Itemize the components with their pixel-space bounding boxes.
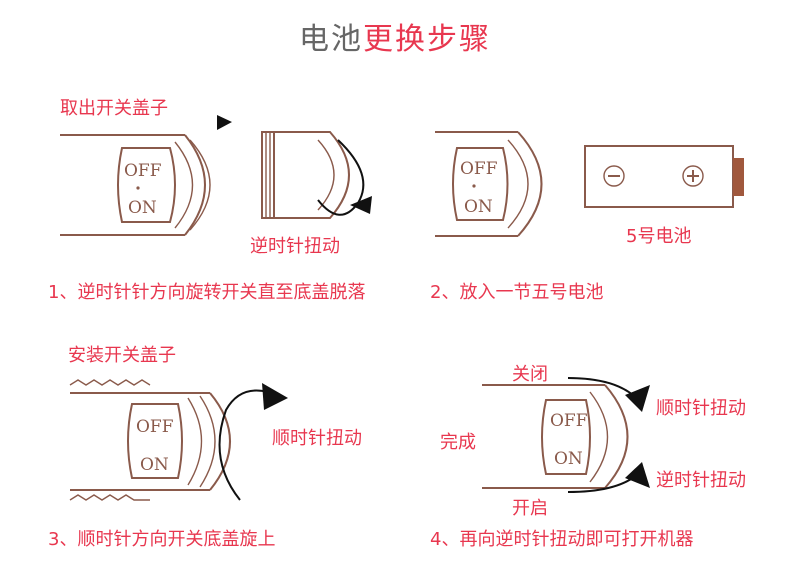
step3-device: OFF ON [69, 379, 231, 501]
step1-cap [261, 131, 350, 219]
step4-cw-arrow [567, 377, 650, 412]
step1-device: OFF ON [60, 134, 211, 236]
step4-cw-arrowhead-icon [625, 385, 650, 412]
step1-arrow-right-icon [217, 115, 232, 130]
battery-minus-icon [603, 165, 625, 187]
step1-caption: 1、逆时针针方向旋转开关直至底盖脱落 [48, 282, 366, 303]
step3-label-cw: 顺时针扭动 [272, 428, 362, 449]
step4-dial-off: OFF [550, 411, 588, 431]
step3-dial-on: ON [140, 455, 169, 475]
step4-label-cw: 顺时针扭动 [656, 398, 746, 419]
step1-label-remove-cap: 取出开关盖子 [60, 98, 168, 119]
step2-caption: 2、放入一节五号电池 [430, 282, 604, 303]
title-part-red: 更换步骤 [363, 22, 491, 57]
step4-ccw-arrow [567, 462, 650, 493]
step3-thread-bottom [69, 494, 150, 501]
step4-label-close: 关闭 [512, 364, 548, 385]
step2-dial-on: ON [464, 197, 493, 217]
step1-ccw-arrow [317, 139, 372, 216]
title-part-gray: 电池 [299, 22, 363, 57]
step1-dial-off: OFF [124, 161, 162, 181]
step3-thread-top [69, 379, 151, 386]
step3-label-install-cap: 安装开关盖子 [68, 345, 176, 366]
step4-label-open: 开启 [512, 498, 548, 519]
step4-device: OFF ON [482, 384, 629, 489]
step2-device: OFF ON [435, 131, 543, 237]
step4-caption: 4、再向逆时针扭动即可打开机器 [430, 529, 694, 550]
step3-cw-arrowhead-icon [262, 383, 288, 410]
battery [584, 145, 744, 208]
step3-dial-off: OFF [136, 417, 174, 437]
step1-ccw-arrowhead-icon [350, 196, 372, 214]
step4-dial-on: ON [554, 449, 583, 469]
step2-dial-off: OFF [460, 159, 498, 179]
step1-dial-on: ON [128, 198, 157, 218]
step1-label-ccw: 逆时针扭动 [250, 236, 340, 257]
step4-ccw-arrowhead-icon [625, 462, 650, 488]
step2-battery-label: 5号电池 [626, 226, 692, 247]
battery-plus-icon [682, 165, 704, 187]
step4-label-done: 完成 [440, 432, 476, 453]
step3-cw-arrow [218, 383, 288, 501]
step3-caption: 3、顺时针方向开关底盖旋上 [48, 529, 276, 550]
page-title: 电池更换步骤 [0, 14, 790, 58]
step4-label-ccw: 逆时针扭动 [656, 470, 746, 491]
